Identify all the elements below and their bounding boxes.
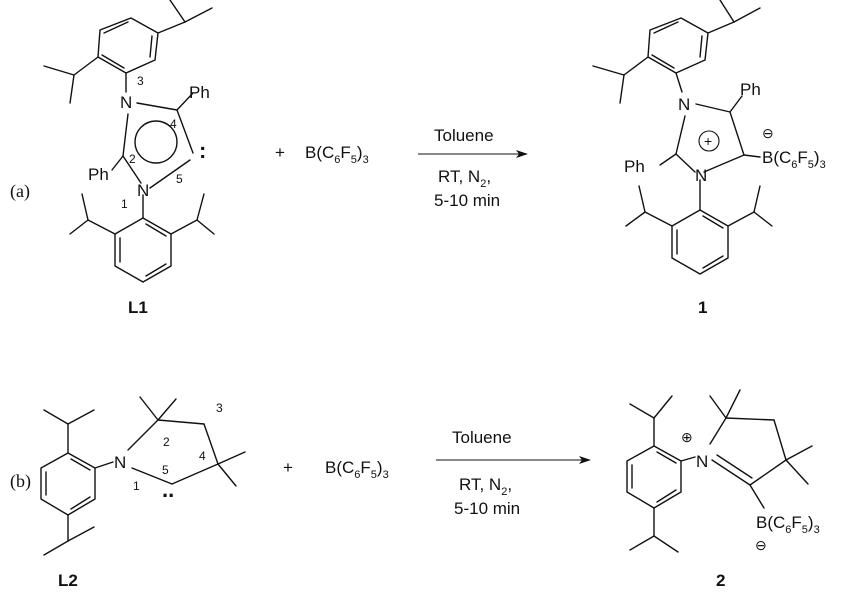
reaction-arrow-b (436, 456, 591, 464)
product-1-minus-charge: ⊖ (762, 125, 774, 141)
product-1-plus-charge: + (704, 133, 712, 149)
l1-pos-1: 1 (121, 197, 128, 211)
product-2-minus-charge: ⊖ (755, 537, 767, 553)
l2-ring (127, 396, 246, 487)
l1-pos-4: 4 (170, 117, 177, 131)
l1-ph-c2: Ph (88, 165, 109, 184)
product-1-ph-c4: Ph (740, 80, 761, 99)
conditions-a-temp-atm: RT, N2, (438, 167, 491, 190)
l2-n-atom: N (114, 453, 126, 472)
l2-pos-3: 3 (216, 401, 223, 415)
conditions-a-solvent: Toluene (434, 126, 494, 145)
reaction-arrow-a (418, 150, 528, 158)
l2-aryl (40, 409, 114, 556)
product-1-n3-atom: N (678, 95, 690, 114)
product-1-borate: B(C6F5)3 (762, 148, 826, 171)
conditions-b-temp-atm: RT, N2, (459, 475, 512, 498)
product-2-aryl (626, 395, 696, 553)
plus-sign-b: + (283, 458, 293, 477)
product-2-iminium-ring (709, 389, 813, 509)
l1-ph-c4: Ph (189, 83, 210, 102)
l1-pos-5: 5 (176, 172, 183, 186)
l1-n1-atom: N (137, 181, 149, 200)
product-2-compound-label: 2 (716, 571, 725, 590)
product-1-ph-c2: Ph (624, 157, 645, 176)
l1-lower-aryl (69, 193, 215, 283)
product-1-compound-label: 1 (698, 298, 707, 317)
conditions-b-solvent: Toluene (452, 428, 512, 447)
panel-a-label: (a) (10, 181, 30, 202)
product-1-upper-aryl (592, 0, 761, 104)
l2-pos-2: 2 (163, 435, 170, 449)
product-2-n-atom: N (696, 452, 708, 471)
l1-upper-aryl (43, 0, 213, 104)
product-1-n1-atom: N (695, 166, 707, 185)
l1-imidazole-core (111, 92, 194, 219)
l2-pos-5: 5 (162, 463, 169, 477)
l1-n3-atom: N (120, 93, 132, 112)
l1-pos-3: 3 (137, 74, 144, 88)
conditions-b-time: 5-10 min (454, 499, 520, 518)
l1-compound-label: L1 (128, 298, 148, 317)
l1-pos-2: 2 (129, 152, 136, 166)
l2-compound-label: L2 (58, 571, 78, 590)
product-2-borate: B(C6F5)3 (756, 513, 820, 536)
plus-sign-a: + (275, 143, 285, 162)
conditions-a-time: 5-10 min (434, 191, 500, 210)
l2-pos-1: 1 (133, 479, 140, 493)
product-1-lower-aryl (625, 185, 773, 275)
l2-pos-4: 4 (199, 449, 206, 463)
product-2-plus-charge: ⊕ (681, 429, 693, 445)
reagent-a: B(C6F5)3 (305, 143, 369, 166)
reagent-b: B(C6F5)3 (325, 458, 389, 481)
l1-carbene-lone-pair: : (199, 138, 206, 163)
l2-carbene-lone-pair: .. (162, 477, 174, 502)
product-1-imidazolium-ring (659, 95, 761, 211)
panel-b-label: (b) (10, 471, 31, 492)
